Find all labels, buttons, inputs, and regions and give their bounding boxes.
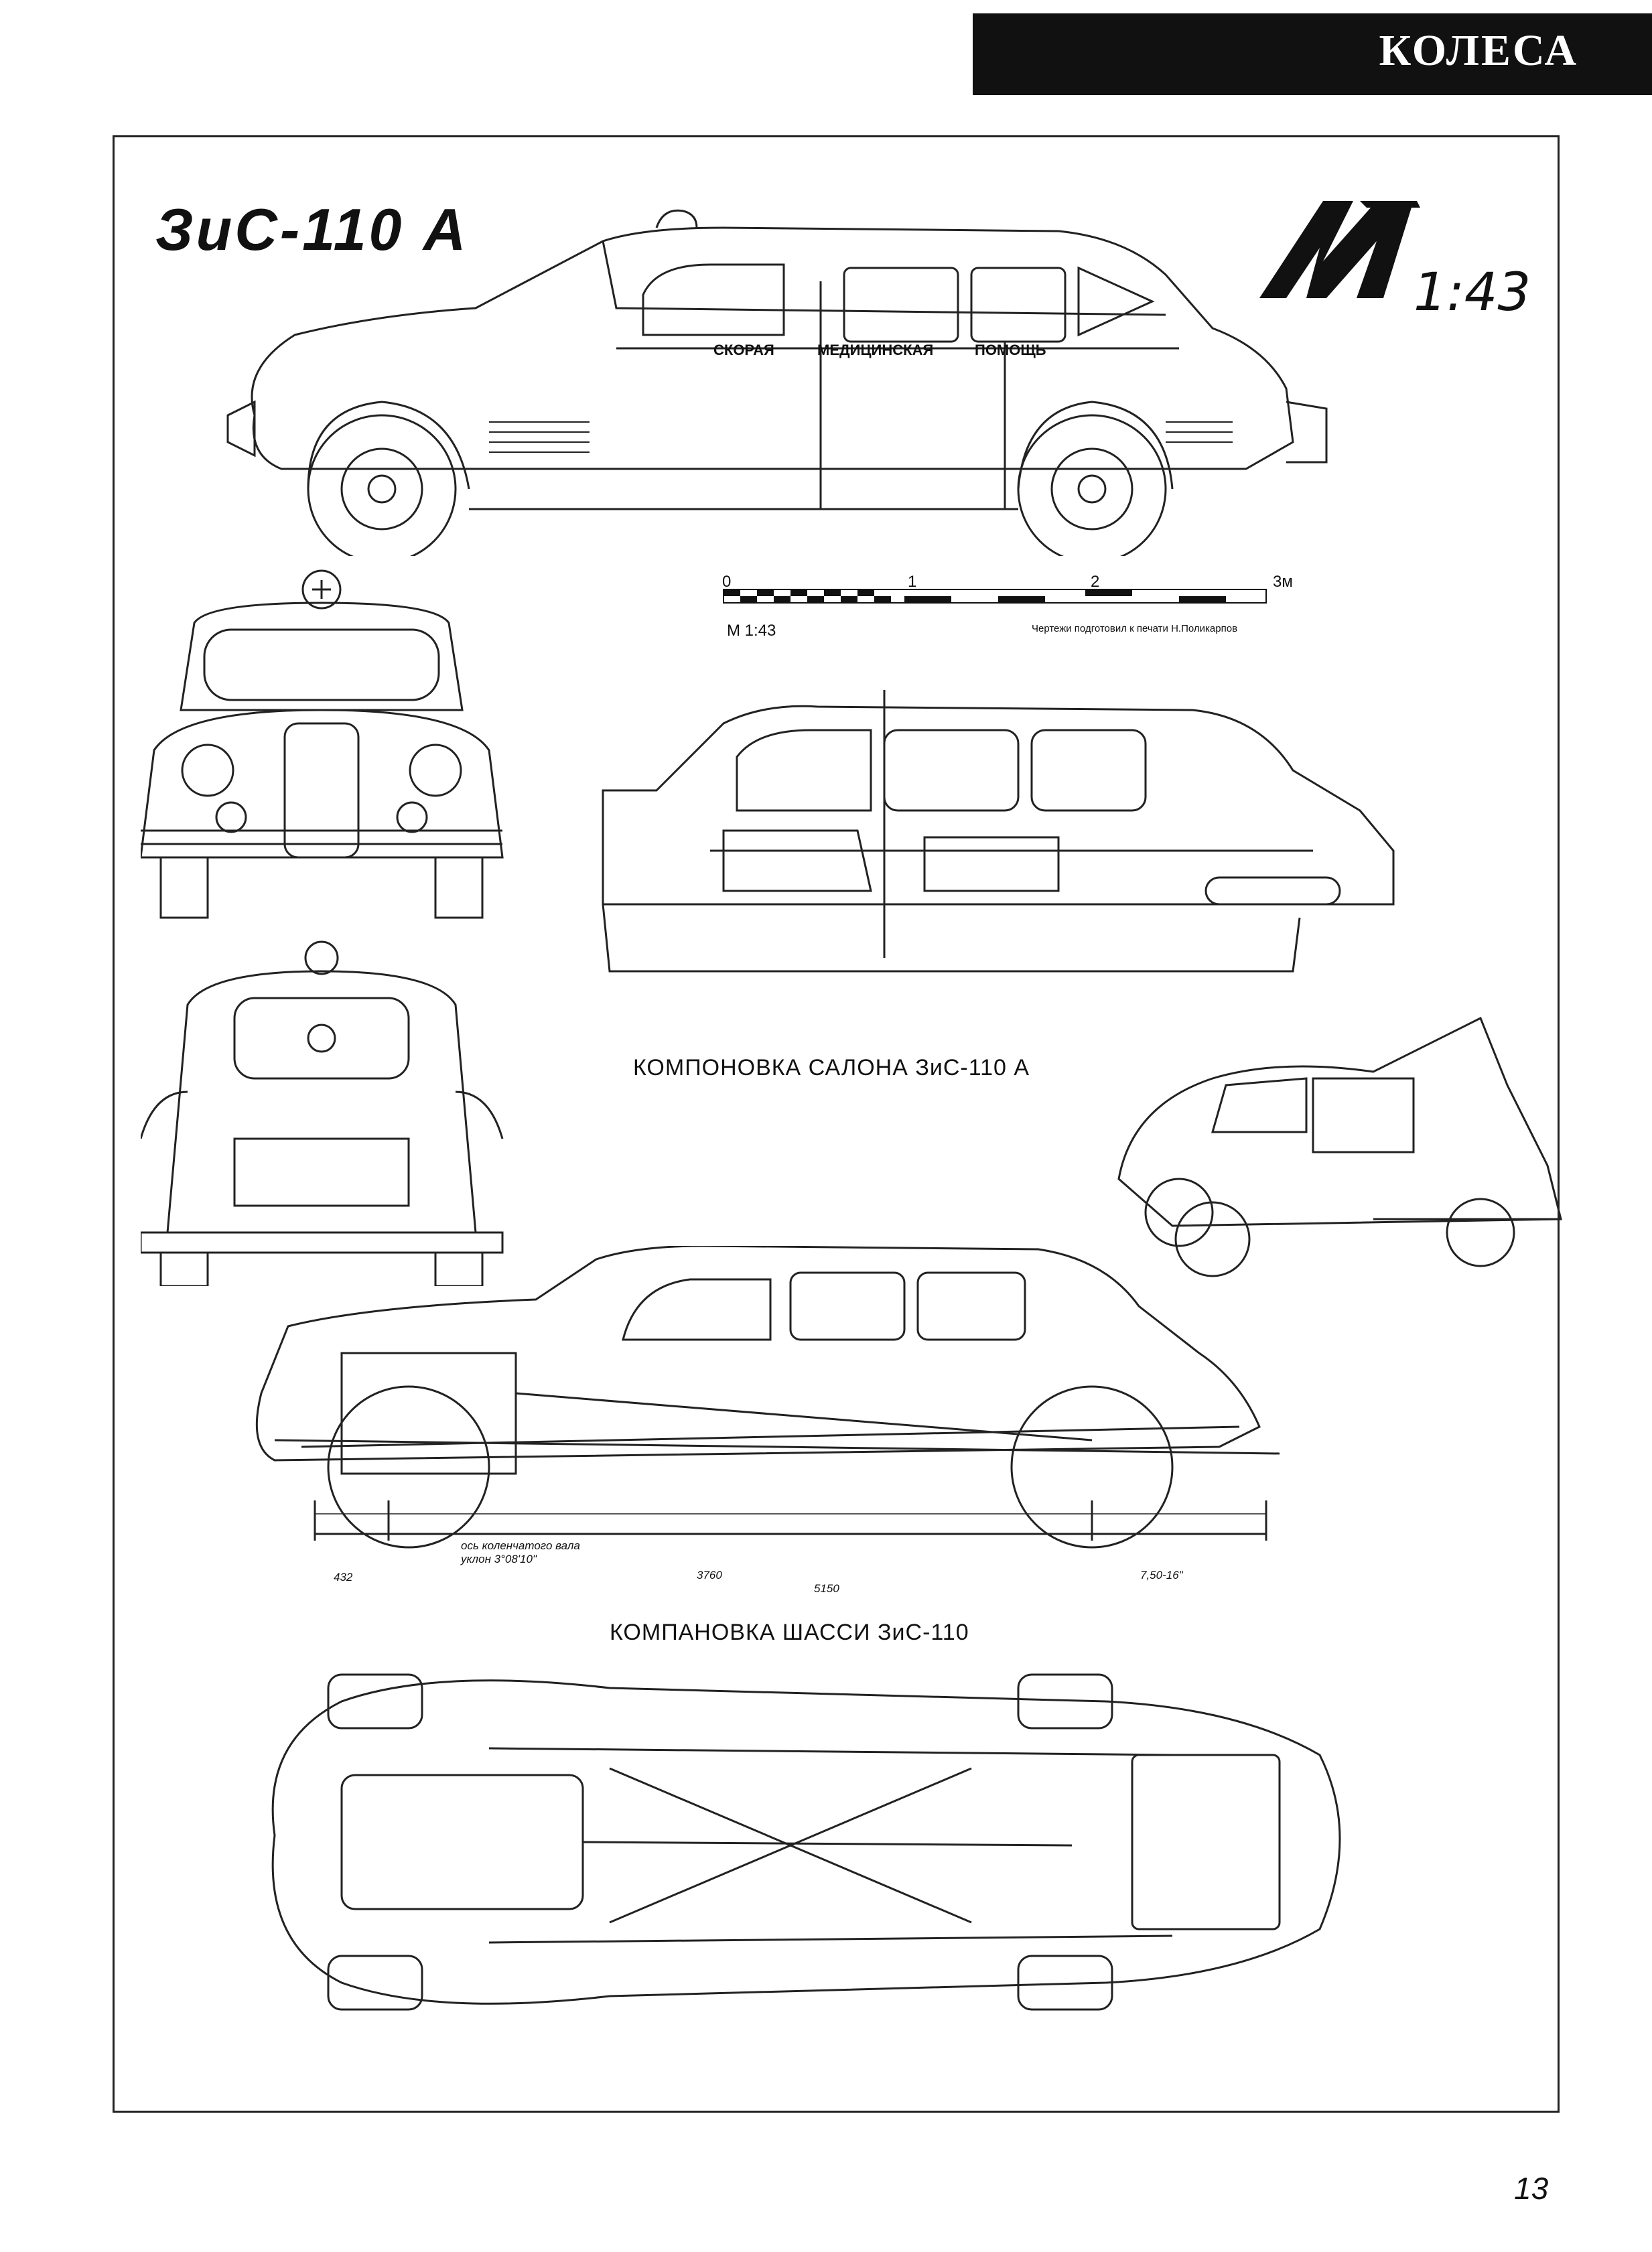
m-logo-icon xyxy=(1259,201,1420,298)
scale-label: М 1:43 xyxy=(727,622,776,640)
front-view-drawing xyxy=(141,569,504,919)
body-lettering-3: ПОМОЩЬ xyxy=(975,342,1046,358)
scale-bar xyxy=(723,589,1267,604)
rear-view-drawing xyxy=(141,940,504,1286)
section-header-tab: КОЛЕСА xyxy=(973,13,1652,95)
perspective-view-drawing xyxy=(1117,1016,1562,1277)
section-title: КОЛЕСА xyxy=(1379,26,1578,75)
body-lettering-2: МЕДИЦИНСКАЯ xyxy=(817,342,934,358)
chassis-caption: КОМПАНОВКА ШАССИ ЗиС-110 xyxy=(610,1620,969,1645)
drawing-frame xyxy=(113,135,1560,2113)
shaft-note-2: уклон 3°08'10" xyxy=(461,1553,537,1565)
body-lettering-1: СКОРАЯ xyxy=(713,342,774,358)
chassis-side-drawing xyxy=(255,1246,1280,1549)
page-number: 13 xyxy=(1514,2171,1549,2206)
interior-layout-drawing xyxy=(602,690,1395,973)
tyre-size: 7,50-16" xyxy=(1140,1569,1183,1581)
logo-scale-text: 1:43 xyxy=(1414,263,1531,323)
dimension-3760: 3760 xyxy=(697,1569,722,1581)
chassis-top-drawing xyxy=(271,1673,1341,2011)
shaft-note-1: ось коленчатого вала xyxy=(461,1539,580,1552)
dimension-5150: 5150 xyxy=(814,1582,839,1595)
scale-tick-0: 0 xyxy=(722,573,732,591)
drawing-credit: Чертежи подготовил к печати Н.Поликарпов xyxy=(1032,623,1238,634)
side-view-drawing xyxy=(226,209,1328,556)
scale-tick-2: 2 xyxy=(1091,573,1100,591)
scale-tick-3: 3м xyxy=(1273,573,1293,591)
interior-caption: КОМПОНОВКА САЛОНА ЗиС-110 А xyxy=(633,1055,1030,1080)
model-title: ЗиС-110 А xyxy=(155,196,469,263)
dimension-432: 432 xyxy=(334,1571,353,1584)
scale-tick-1: 1 xyxy=(908,573,917,591)
